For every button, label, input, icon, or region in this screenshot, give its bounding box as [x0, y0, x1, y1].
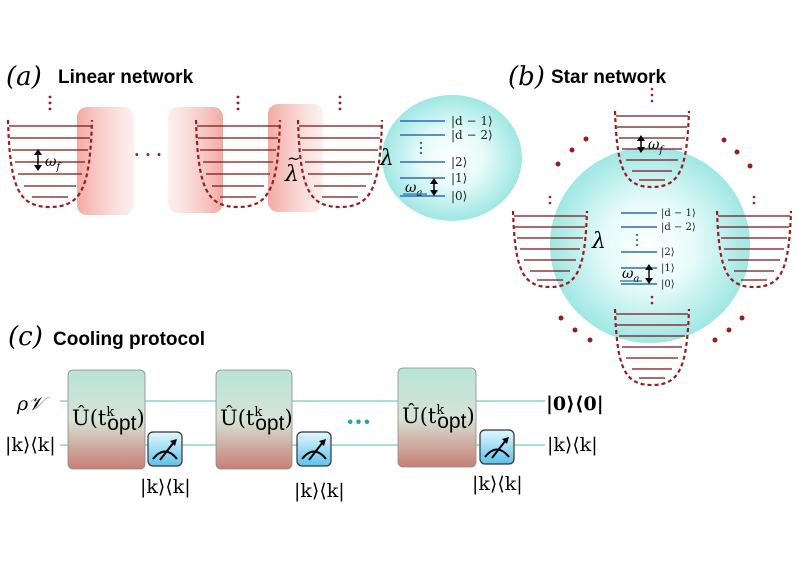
- measurement-1: [147, 431, 183, 467]
- panel-a-label: (a): [6, 62, 42, 92]
- level-a-1: |1⟩: [451, 171, 467, 185]
- measurement-3: [479, 429, 515, 465]
- omega-a-arrow-a: [430, 178, 438, 196]
- lambda-tilde-mark: ~: [287, 149, 300, 168]
- lambda-tilde-label: λ: [284, 162, 299, 187]
- panel-b-title: Star network: [551, 67, 667, 88]
- input-bottom: |k⟩⟨k|: [5, 434, 56, 456]
- omega-f-arrow-b: [637, 135, 645, 153]
- lambda-label-b: λ: [591, 229, 606, 254]
- level-a-2: |2⟩: [451, 155, 467, 169]
- level-b-d1: |d − 1⟩: [661, 208, 696, 219]
- svg-text:Û(tkopt): Û(tkopt): [220, 405, 293, 435]
- star-dots: [555, 136, 753, 343]
- level-b-0: |0⟩: [661, 279, 675, 290]
- oscillator-a3: [296, 95, 384, 209]
- qudit-levels-a: [400, 120, 445, 197]
- oscillator-b-left: [511, 195, 589, 289]
- svg-text:Û(tkopt): Û(tkopt): [72, 405, 145, 435]
- panel-b-label: (b): [508, 62, 545, 92]
- level-a-d2: |d − 2⟩: [451, 128, 493, 142]
- coupling-block-3: [268, 104, 323, 212]
- lambda-label-a: λ: [379, 146, 394, 171]
- coupling-block-2: [168, 107, 223, 213]
- output-bottom: |k⟩⟨k|: [547, 434, 598, 456]
- level-a-d1: |d − 1⟩: [451, 114, 493, 128]
- measurement-2: [296, 431, 332, 467]
- omega-f-label-b: ωf: [648, 137, 665, 156]
- omega-f-label-a: ωf: [45, 154, 62, 173]
- coupling-block-1: [77, 107, 134, 215]
- unitary-gate-2: Û(tkopt): [215, 369, 293, 470]
- measure-label-1: |k⟩⟨k|: [140, 476, 191, 498]
- level-b-d2: |d − 2⟩: [661, 222, 696, 233]
- panel-c-label: (c): [8, 322, 43, 352]
- measure-label-2: |k⟩⟨k|: [294, 480, 345, 502]
- measure-label-3: |k⟩⟨k|: [472, 473, 523, 495]
- qudit-blob-a: [382, 95, 522, 221]
- panel-c-title: Cooling protocol: [53, 329, 205, 350]
- output-top: |𝟎⟩⟨𝟎|: [546, 393, 604, 415]
- oscillator-a1: [6, 95, 94, 209]
- level-b-2: |2⟩: [661, 247, 675, 258]
- omega-f-arrow-a: [34, 149, 42, 171]
- qudit-blob-b: [550, 147, 750, 343]
- circuit-dots: ···: [346, 407, 371, 436]
- input-top: ρ𝒱: [16, 393, 50, 415]
- panel-a-title: Linear network: [58, 67, 194, 88]
- unitary-gate-1: Û(tkopt): [67, 369, 146, 470]
- chain-dots: · · ·: [134, 145, 162, 164]
- level-a-0: |0⟩: [451, 189, 467, 203]
- oscillator-b-top: [613, 87, 691, 189]
- omega-a-label-b: ωa: [622, 266, 639, 285]
- oscillator-a2: [194, 95, 282, 209]
- unitary-gate-3: Û(tkopt): [397, 367, 477, 468]
- svg-text:Û(tkopt): Û(tkopt): [402, 403, 475, 433]
- oscillator-b-right: [715, 195, 793, 289]
- oscillator-b-bottom: [613, 295, 691, 387]
- omega-a-arrow-b: [645, 264, 653, 284]
- level-b-1: |1⟩: [661, 263, 675, 274]
